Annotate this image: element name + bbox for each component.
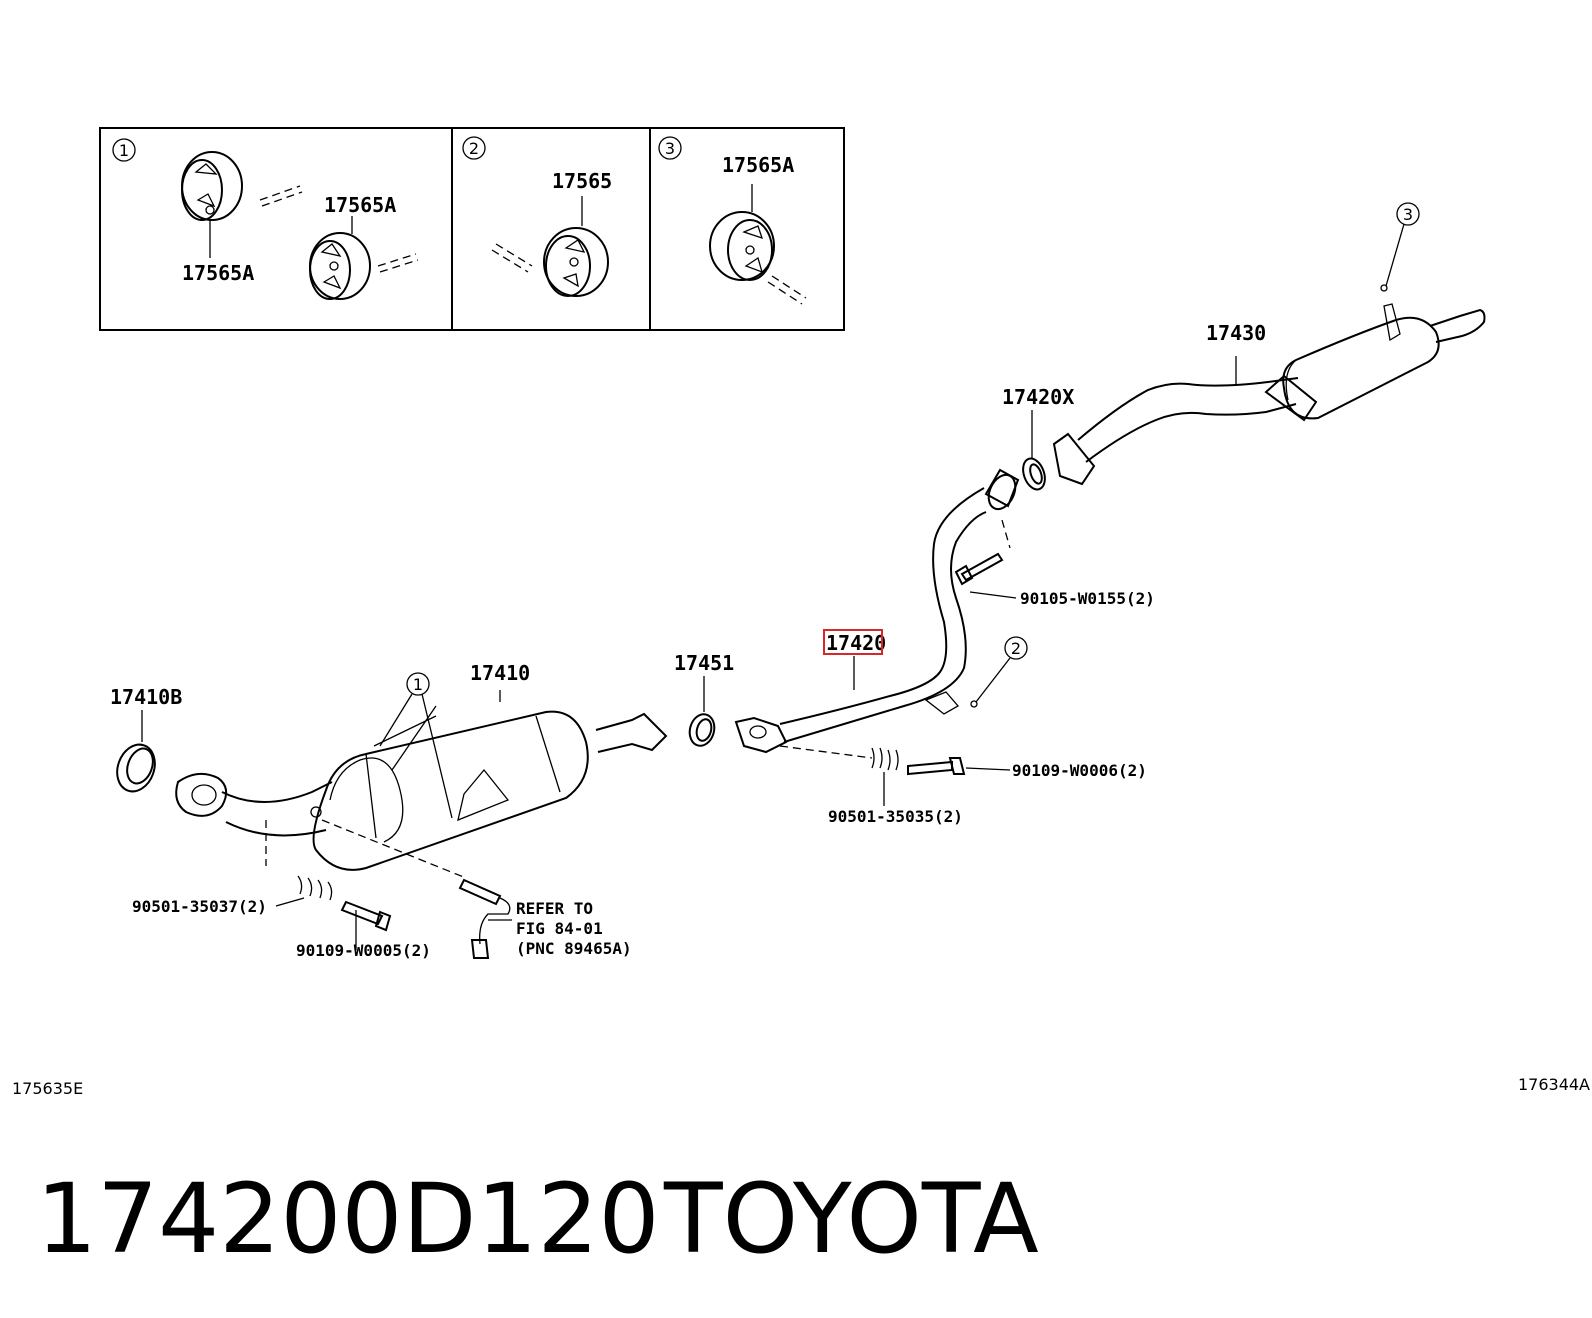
label-17420: 17420 xyxy=(826,631,886,655)
inset-2-number: 2 xyxy=(469,139,479,158)
lower-fasteners: 90501-35037(2) 90109-W0005(2) REFER TO F… xyxy=(132,819,632,960)
hanger-icon xyxy=(709,211,775,281)
label-17410B: 17410B xyxy=(110,685,182,709)
inset-2: 2 17565 xyxy=(462,136,612,297)
bolt-90105: 90105-W0155(2) xyxy=(954,552,1155,608)
inset-panel: 1 17565A 17565A xyxy=(99,127,845,331)
tail-pipe-17430: 17430 3 xyxy=(1052,202,1486,486)
highlight-17420 xyxy=(823,629,883,655)
spring-bolt-17420: 90109-W0006(2) 90501-35035(2) xyxy=(779,745,1147,826)
refer-line-2: FIG 84-01 xyxy=(516,919,603,938)
gasket-17420X: 17420X xyxy=(1002,385,1074,491)
inset-1-label-b: 17565A xyxy=(324,193,396,217)
gasket-17410B: 17410B xyxy=(110,685,182,793)
label-17430: 17430 xyxy=(1206,321,1266,345)
brand-name: TOYOTA xyxy=(663,1163,1039,1275)
hanger-icon xyxy=(309,232,371,300)
center-pipe-17420: 17420 2 xyxy=(734,468,1028,754)
label-90105: 90105-W0155(2) xyxy=(1020,589,1155,608)
inset-1-label-a: 17565A xyxy=(182,261,254,285)
label-17451: 17451 xyxy=(674,651,734,675)
inset-1: 1 17565A 17565A xyxy=(112,138,419,300)
label-17410: 17410 xyxy=(470,661,530,685)
callout-1: 1 xyxy=(413,675,423,694)
label-90501-35037: 90501-35037(2) xyxy=(132,897,267,916)
label-17420X: 17420X xyxy=(1002,385,1074,409)
inset-2-label: 17565 xyxy=(552,169,612,193)
inset-3-label: 17565A xyxy=(722,153,794,177)
hanger-icon xyxy=(543,227,609,297)
drawing-code-right: 176344A xyxy=(1518,1075,1590,1094)
callout-3: 3 xyxy=(1403,205,1413,224)
refer-line-3: (PNC 89465A) xyxy=(516,939,632,958)
part-number: 174200D120 xyxy=(36,1163,660,1275)
hanger-icon xyxy=(181,151,243,221)
label-90109-W0005: 90109-W0005(2) xyxy=(296,941,431,960)
callout-2: 2 xyxy=(1011,639,1021,658)
inset-3-number: 3 xyxy=(665,139,675,158)
gasket-17451: 17451 xyxy=(674,651,734,747)
inset-1-number: 1 xyxy=(119,141,129,160)
front-pipe-17410: 17410 1 xyxy=(175,661,668,871)
refer-line-1: REFER TO xyxy=(516,899,593,918)
inset-frame xyxy=(99,127,845,331)
drawing-code-left: 175635E xyxy=(12,1079,83,1098)
inset-3: 3 17565A xyxy=(658,136,807,305)
label-90501-35035: 90501-35035(2) xyxy=(828,807,963,826)
label-90109-W0006: 90109-W0006(2) xyxy=(1012,761,1147,780)
